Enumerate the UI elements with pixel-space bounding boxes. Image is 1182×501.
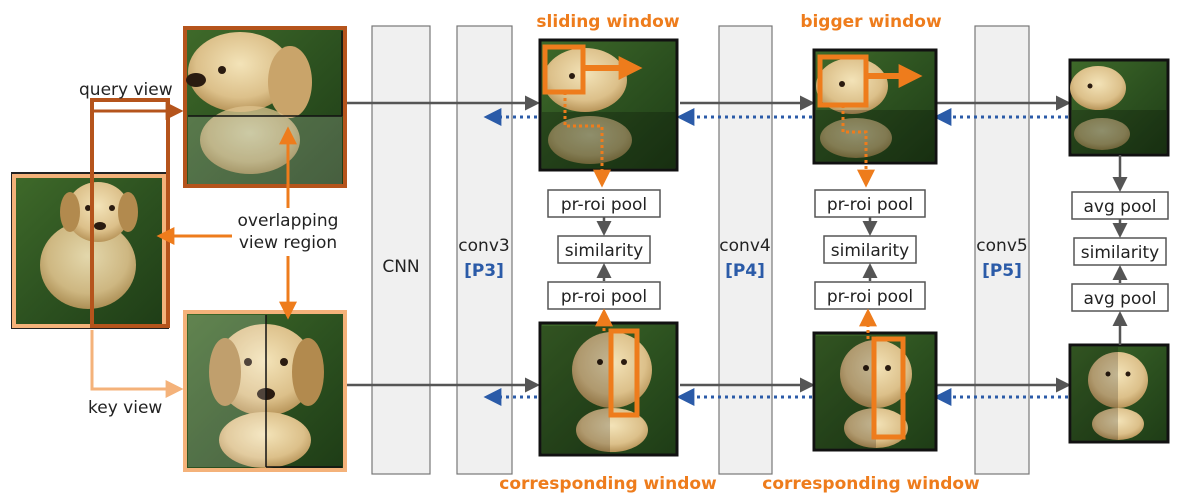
conv5-key-map — [1068, 343, 1170, 444]
conv5-similarity-box — [1073, 237, 1167, 266]
cnn-label: CNN — [382, 257, 419, 277]
conv5-label: conv5 — [976, 236, 1027, 256]
conv4-bottom-pool-box — [814, 281, 926, 310]
conv4-query-roi-arrow — [841, 105, 875, 188]
conv4-top-pool-label: pr-roi pool — [827, 195, 913, 215]
key-view-arrow — [90, 330, 184, 398]
query-view-arrow — [90, 102, 184, 168]
conv3-bottom-pool-label: pr-roi pool — [561, 287, 647, 307]
conv4-top-pool-box — [814, 189, 926, 218]
conv4-similarity-label: similarity — [831, 241, 909, 261]
conv4-similarity-box — [823, 235, 917, 264]
conv5-column — [974, 25, 1030, 475]
conv5-similarity-label: similarity — [1081, 243, 1159, 263]
query-view-image — [183, 26, 347, 188]
p4-label: [P4] — [725, 261, 765, 281]
original-key-region — [12, 174, 166, 328]
overlap-label-line1: overlapping — [238, 211, 339, 231]
conv5-bottom-pool-label: avg pool — [1084, 289, 1157, 309]
p3-label: [P3] — [464, 261, 504, 281]
conv3-query-map — [538, 38, 679, 172]
conv5-top-pool-box — [1071, 191, 1169, 220]
corresponding-window-box-1 — [608, 328, 640, 418]
query-view-label: query view — [79, 80, 173, 100]
conv3-top-pool-box — [547, 189, 661, 218]
corresponding-window-box-2 — [871, 336, 906, 440]
key-view-image — [183, 310, 347, 472]
conv5-bottom-pool-box — [1071, 283, 1169, 312]
corresponding-window-label-2: corresponding window — [762, 474, 980, 494]
sliding-window-label: sliding window — [536, 12, 679, 32]
conv5-top-pool-label: avg pool — [1084, 197, 1157, 217]
conv3-label: conv3 — [458, 236, 509, 256]
original-query-region — [90, 98, 170, 328]
corresponding-window-label-1: corresponding window — [499, 474, 717, 494]
p5-label: [P5] — [982, 261, 1022, 281]
cnn-column — [371, 25, 431, 475]
bigger-window-label: bigger window — [800, 12, 942, 32]
conv3-similarity-label: similarity — [565, 241, 643, 261]
conv4-label: conv4 — [719, 236, 770, 256]
conv3-similarity-box — [557, 235, 651, 264]
conv4-column — [718, 25, 773, 475]
conv5-query-map — [1068, 58, 1170, 157]
conv4-bottom-pool-label: pr-roi pool — [827, 287, 913, 307]
overlap-label-line2: view region — [239, 233, 337, 253]
conv3-top-pool-label: pr-roi pool — [561, 195, 647, 215]
key-view-label: key view — [88, 398, 162, 418]
